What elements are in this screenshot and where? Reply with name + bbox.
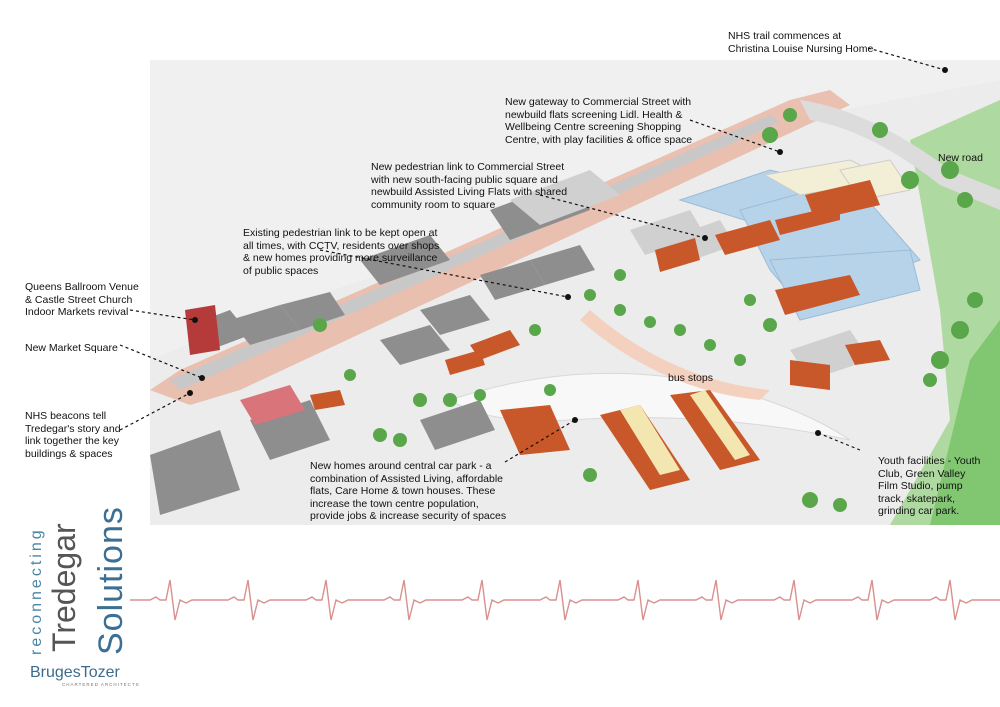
label-existing-link: Existing pedestrian link to be kept open…: [243, 227, 440, 277]
label-pedestrian-link: New pedestrian link to Commercial Street…: [371, 161, 568, 211]
label-youth-facilities: Youth facilities - Youth Club, Green Val…: [878, 455, 981, 517]
label-gateway: New gateway to Commercial Street with ne…: [505, 96, 693, 146]
label-nhs-trail: NHS trail commences at Christina Louise …: [728, 30, 874, 55]
label-market-square: New Market Square: [25, 342, 118, 354]
branding-solutions: Solutions: [92, 506, 130, 655]
label-new-homes: New homes around central car park - a co…: [310, 460, 507, 522]
brugestozer-logo: BrugesTozer: [30, 664, 120, 681]
branding-reconnecting: reconnecting: [28, 527, 45, 655]
label-queens-ballroom: Queens Ballroom Venue & Castle Street Ch…: [25, 281, 139, 318]
branding-tredegar: Tredegar: [46, 523, 82, 652]
label-new-road: New road: [938, 152, 983, 164]
label-bus-stops: bus stops: [668, 372, 713, 384]
brugestozer-logo-subtitle: CHARTERED ARCHITECTS: [62, 682, 140, 687]
heartbeat-pulse-line: [130, 579, 1000, 621]
label-nhs-beacons: NHS beacons tell Tredegar's story and li…: [25, 410, 121, 460]
